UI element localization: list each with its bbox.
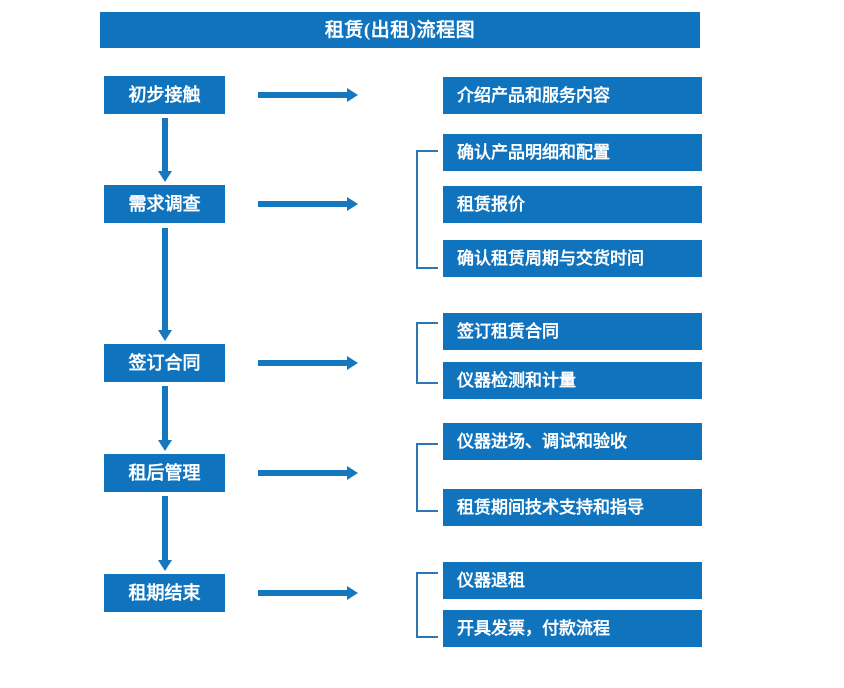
detail-label-3: 租赁报价 [457, 195, 525, 214]
detail-label-10: 开具发票，付款流程 [457, 619, 610, 638]
detail-box-3[interactable]: 租赁报价 [443, 186, 702, 223]
detail-box-9[interactable]: 仪器退租 [443, 562, 702, 599]
down-arrow-icon-4 [158, 496, 172, 571]
stage-label-5: 租期结束 [128, 583, 201, 603]
detail-box-6[interactable]: 仪器检测和计量 [443, 362, 702, 399]
detail-label-7: 仪器进场、调试和验收 [457, 432, 627, 451]
detail-box-4[interactable]: 确认租赁周期与交货时间 [443, 240, 702, 277]
right-arrow-icon-2 [258, 197, 358, 211]
chart-title-bar: 租赁(出租)流程图 [100, 12, 700, 48]
detail-box-10[interactable]: 开具发票，付款流程 [443, 610, 702, 647]
detail-label-8: 租赁期间技术支持和指导 [457, 498, 644, 517]
stage-box-1[interactable]: 初步接触 [104, 76, 225, 114]
group-bracket-4 [416, 572, 438, 638]
stage-label-4: 租后管理 [128, 463, 201, 483]
down-arrow-icon-3 [158, 386, 172, 451]
stage-box-5[interactable]: 租期结束 [104, 574, 225, 612]
detail-box-8[interactable]: 租赁期间技术支持和指导 [443, 489, 702, 526]
detail-label-5: 签订租赁合同 [457, 322, 559, 341]
stage-box-4[interactable]: 租后管理 [104, 454, 225, 492]
page-title: 租赁(出租)流程图 [324, 19, 476, 41]
detail-label-2: 确认产品明细和配置 [457, 143, 610, 162]
detail-label-1: 介绍产品和服务内容 [457, 86, 610, 105]
down-arrow-icon-1 [158, 118, 172, 182]
detail-box-5[interactable]: 签订租赁合同 [443, 313, 702, 350]
group-bracket-2 [416, 322, 438, 384]
right-arrow-icon-1 [258, 88, 358, 102]
detail-label-4: 确认租赁周期与交货时间 [457, 249, 644, 268]
stage-label-1: 初步接触 [128, 85, 201, 105]
group-bracket-3 [416, 443, 438, 512]
group-bracket-1 [416, 150, 438, 269]
stage-label-3: 签订合同 [128, 353, 201, 373]
right-arrow-icon-3 [258, 356, 358, 370]
right-arrow-icon-5 [258, 586, 358, 600]
stage-label-2: 需求调查 [128, 194, 201, 214]
stage-box-3[interactable]: 签订合同 [104, 344, 225, 382]
detail-box-7[interactable]: 仪器进场、调试和验收 [443, 423, 702, 460]
detail-box-1[interactable]: 介绍产品和服务内容 [443, 77, 702, 114]
detail-box-2[interactable]: 确认产品明细和配置 [443, 134, 702, 171]
detail-label-9: 仪器退租 [457, 571, 525, 590]
right-arrow-icon-4 [258, 466, 358, 480]
stage-box-2[interactable]: 需求调查 [104, 185, 225, 223]
down-arrow-icon-2 [158, 228, 172, 341]
detail-label-6: 仪器检测和计量 [457, 371, 576, 390]
